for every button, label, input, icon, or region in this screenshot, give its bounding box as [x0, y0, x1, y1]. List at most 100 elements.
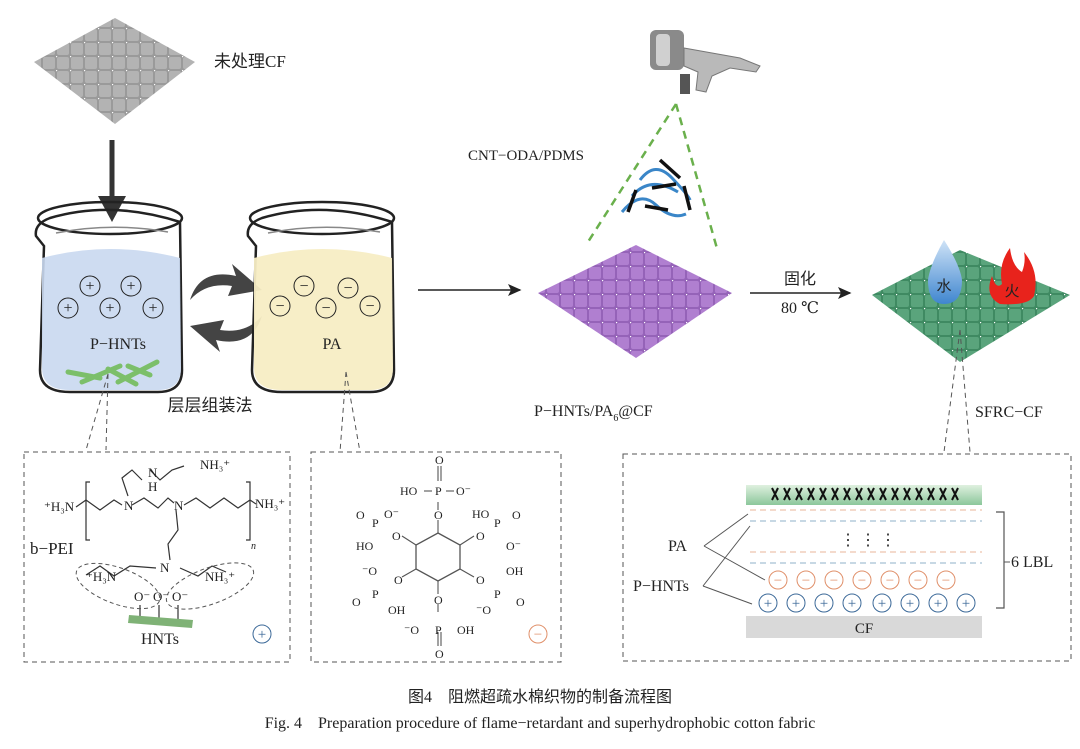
svg-text:+: +: [934, 596, 942, 612]
svg-text:NH₃⁺: NH₃⁺: [200, 457, 230, 472]
cf-base-layer: [746, 616, 982, 638]
svg-text:P: P: [372, 516, 379, 530]
svg-text:O: O: [512, 508, 521, 522]
svg-text:−: −: [343, 280, 352, 297]
flame-icon: 火: [989, 248, 1036, 305]
spray-label: CNT−ODA/PDMS: [468, 148, 584, 164]
intermediate-label: P−HNTs/PA6@CF: [534, 403, 653, 424]
negative-charges: − − − − −: [269, 275, 381, 319]
positive-charge: +: [758, 593, 778, 613]
cnt-particles: [620, 158, 692, 218]
svg-text:+: +: [148, 300, 157, 317]
untreated-cf-label: 未处理CF: [214, 52, 286, 71]
svg-text:O: O: [356, 508, 365, 522]
caption-en: Fig. 4 Preparation procedure of flame−re…: [264, 715, 816, 732]
negative-charge: −: [880, 570, 900, 590]
svg-text:−: −: [365, 298, 374, 315]
negative-charge: −: [852, 570, 872, 590]
svg-text:CF: CF: [855, 621, 873, 637]
svg-text:HNTs: HNTs: [141, 631, 179, 648]
svg-text:+: +: [792, 596, 800, 612]
beaker-pa: [246, 200, 396, 394]
svg-text:⁻O: ⁻O: [362, 564, 377, 578]
svg-text:+: +: [126, 278, 135, 295]
svg-text:+: +: [258, 627, 266, 643]
intermediate-fabric: [538, 245, 732, 358]
svg-text:⁻O: ⁻O: [404, 623, 419, 637]
svg-text:n: n: [251, 541, 256, 552]
caption-zh: 图4 阻燃超疏水棉织物的制备流程图: [407, 689, 672, 706]
svg-text:−: −: [914, 573, 922, 589]
positive-charge: +: [956, 593, 976, 613]
svg-text:OH: OH: [506, 564, 524, 578]
pei-structure-box: [23, 451, 291, 663]
svg-text:O⁻: O⁻: [506, 539, 521, 553]
svg-text:+: +: [85, 278, 94, 295]
svg-text:+: +: [764, 596, 772, 612]
svg-text:O⁻: O⁻: [456, 484, 471, 498]
svg-text:O: O: [434, 508, 443, 522]
positive-charge: +: [842, 593, 862, 613]
svg-text:−: −: [942, 573, 950, 589]
pa-label: PA: [323, 336, 342, 353]
svg-text:NH₃⁺: NH₃⁺: [205, 569, 235, 584]
svg-text:O: O: [434, 593, 443, 607]
product-fabric: [872, 250, 1070, 362]
svg-text:O: O: [352, 595, 361, 609]
untreated-fabric: [34, 18, 195, 124]
svg-text:−: −: [802, 573, 810, 589]
temperature-label: 80 ℃: [781, 300, 819, 317]
spray-cone: [586, 103, 720, 253]
layer-structure-box: [622, 453, 1072, 662]
svg-text:+: +: [820, 596, 828, 612]
svg-text:P: P: [372, 587, 379, 601]
svg-text:O⁻: O⁻: [384, 507, 399, 521]
svg-text:NH₃⁺: NH₃⁺: [255, 496, 285, 511]
superhydrophobic-top-layer: [746, 485, 982, 505]
svg-text:O: O: [435, 647, 444, 661]
product-label: SFRC−CF: [975, 404, 1043, 421]
cure-label: 固化: [784, 270, 816, 288]
negative-charge: −: [824, 570, 844, 590]
svg-text:O⁻: O⁻: [134, 589, 150, 604]
p-hnts-label: P−HNTs: [90, 336, 146, 353]
cycle-arrows-icon: [190, 264, 262, 352]
positive-charge: +: [928, 593, 948, 613]
svg-text:P: P: [435, 623, 442, 637]
pei-structure: ⁺H₃N N N N H NH₃⁺ NH₃⁺ n b−PEI N ⁺H₃N NH…: [30, 457, 285, 648]
svg-text:+: +: [63, 300, 72, 317]
svg-text:P: P: [435, 484, 442, 498]
svg-text:火: 火: [1004, 284, 1019, 300]
svg-text:N: N: [160, 560, 170, 575]
svg-text:N: N: [174, 498, 184, 513]
svg-text:−: −: [275, 298, 284, 315]
pa-layer-label: PA: [668, 538, 687, 555]
svg-text:HO: HO: [356, 539, 374, 553]
svg-text:+: +: [105, 300, 114, 317]
svg-text:+: +: [906, 596, 914, 612]
svg-text:⋮ ⋮ ⋮: ⋮ ⋮ ⋮: [840, 532, 896, 549]
negative-charge: −: [936, 570, 956, 590]
svg-text:P: P: [494, 587, 501, 601]
svg-text:−: −: [858, 573, 866, 589]
six-lbl-label: 6 LBL: [1011, 554, 1053, 571]
p-hnts-layer-label: P−HNTs: [633, 578, 689, 595]
svg-text:⁺H₃N: ⁺H₃N: [44, 499, 75, 514]
svg-text:OH: OH: [388, 603, 406, 617]
svg-text:−: −: [534, 627, 542, 643]
layer-structure: ⋮ ⋮ ⋮ −−−−−−− ++++++++ CF 6 LBL PA P−HNT…: [633, 485, 1053, 638]
svg-text:H: H: [148, 479, 157, 494]
zoom-connectors: [85, 329, 971, 453]
phytic-acid-structure: O HO P O⁻ O O⁻ O P HO O HO O P O⁻ O ⁻O O…: [352, 453, 548, 661]
svg-text:O: O: [435, 453, 444, 467]
svg-text:O: O: [476, 529, 485, 543]
lbl-method-label: 层层组装法: [168, 396, 253, 415]
svg-text:P: P: [494, 516, 501, 530]
pa-structure-box: [310, 451, 562, 663]
svg-text:HO: HO: [400, 484, 418, 498]
svg-text:−: −: [321, 300, 330, 317]
svg-text:O: O: [392, 529, 401, 543]
water-drop-icon: 水: [928, 240, 962, 304]
svg-text:N: N: [148, 465, 158, 480]
